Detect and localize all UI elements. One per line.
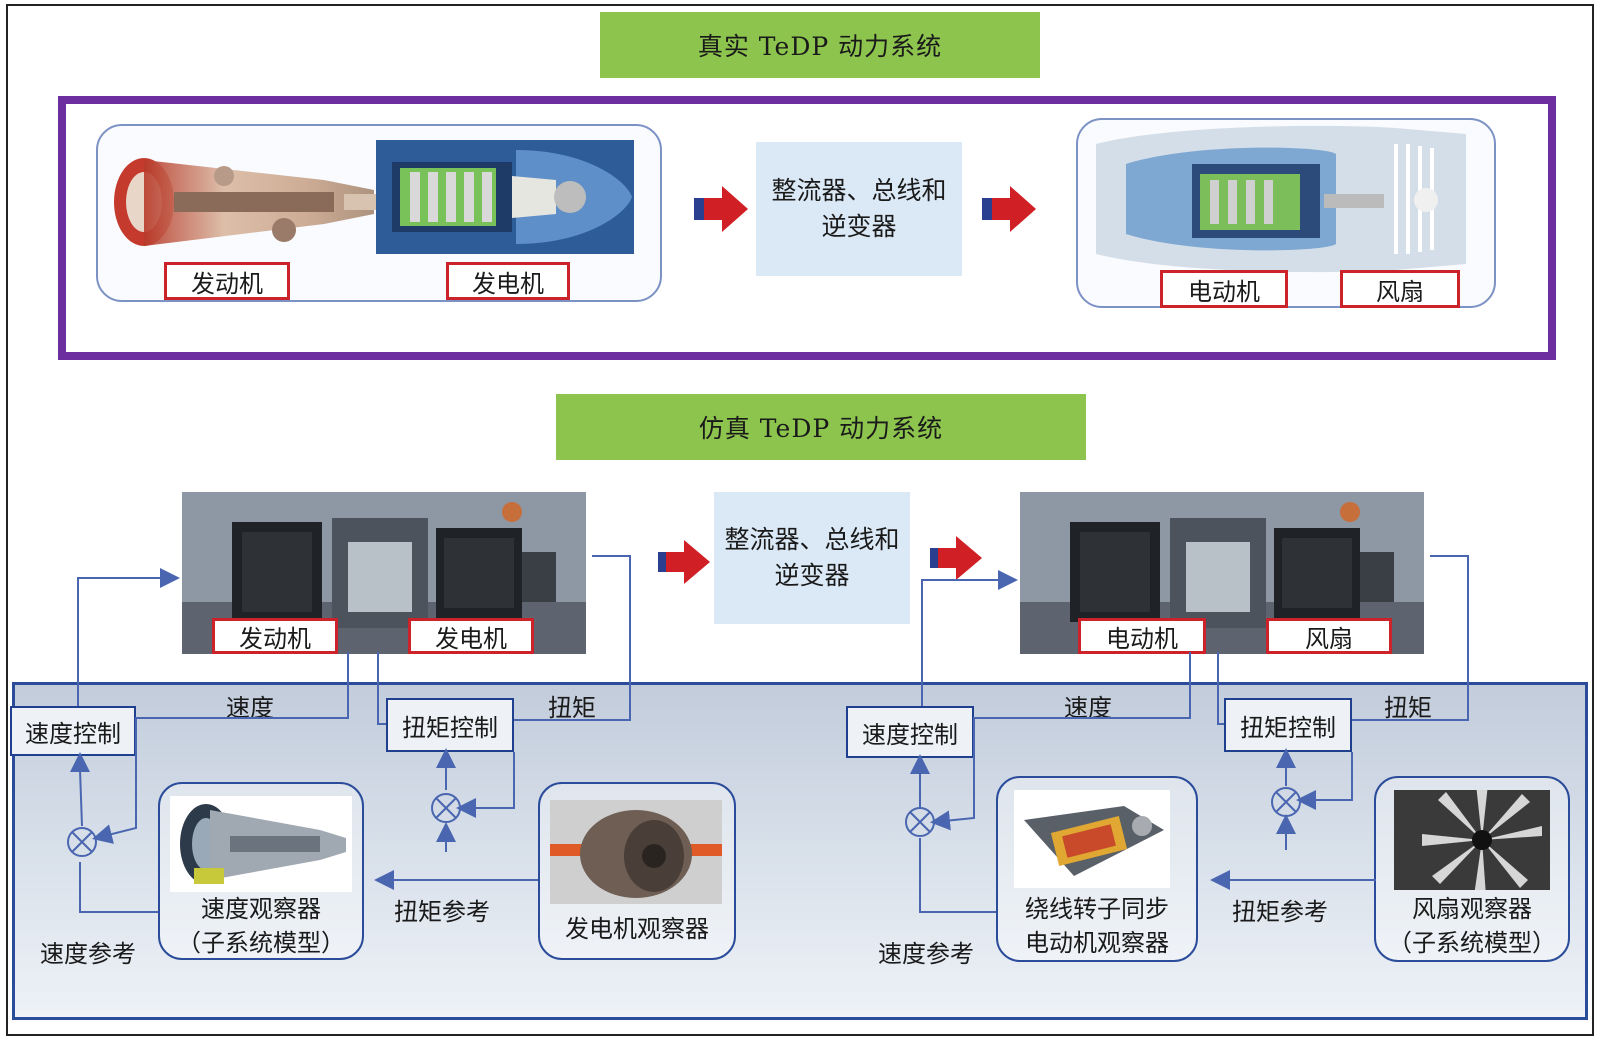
- real-system-title: 真实 TeDP 动力系统: [600, 12, 1040, 78]
- motor-observer-label-line2: 电动机观察器: [1025, 929, 1169, 957]
- sim-converter-box: 整流器、总线和逆变器: [714, 492, 910, 624]
- generator-observer-label: 发电机观察器: [565, 915, 709, 943]
- real-fan-label: 风扇: [1340, 270, 1460, 308]
- sim-fan-label: 风扇: [1266, 618, 1392, 654]
- generator-observer-image: [550, 800, 722, 904]
- motor-fan-image: [1096, 124, 1478, 274]
- right-speed-control-box: 速度控制: [846, 706, 974, 758]
- real-system-frame: [58, 96, 1556, 360]
- left-speed-control-box: 速度控制: [10, 706, 136, 756]
- sim-motor-label: 电动机: [1078, 618, 1206, 654]
- real-converter-box: 整流器、总线和逆变器: [756, 142, 962, 276]
- left-speed-reference-text: 速度参考: [40, 940, 136, 968]
- generator-image: [376, 140, 634, 254]
- left-torque-control-box: 扭矩控制: [386, 698, 514, 752]
- sim-generator-label: 发电机: [408, 618, 534, 654]
- right-torque-reference-text: 扭矩参考: [1232, 898, 1328, 926]
- left-speed-text: 速度: [226, 694, 274, 722]
- fan-observer-label: 风扇观察器: [1412, 895, 1532, 923]
- right-torque-text: 扭矩: [1384, 694, 1432, 722]
- real-generator-label: 发电机: [446, 262, 570, 300]
- motor-observer-label-line1: 绕线转子同步: [1025, 895, 1169, 923]
- outer-frame: [6, 4, 1594, 1036]
- speed-observer-label: 速度观察器: [201, 895, 321, 923]
- turbine-engine-image: [104, 150, 380, 254]
- real-motor-label: 电动机: [1160, 270, 1288, 308]
- right-torque-control-box: 扭矩控制: [1224, 698, 1352, 752]
- sim-system-title: 仿真 TeDP 动力系统: [556, 394, 1086, 460]
- real-engine-label: 发动机: [164, 262, 290, 300]
- fan-observer-sublabel: （子系统模型）: [1388, 929, 1556, 957]
- speed-observer-image: [170, 796, 352, 892]
- right-speed-reference-text: 速度参考: [878, 940, 974, 968]
- left-torque-reference-text: 扭矩参考: [394, 898, 490, 926]
- fan-observer-image: [1394, 790, 1550, 890]
- motor-observer-image: [1014, 790, 1170, 888]
- right-speed-text: 速度: [1064, 694, 1112, 722]
- speed-observer-sublabel: （子系统模型）: [177, 929, 345, 957]
- sim-engine-label: 发动机: [212, 618, 338, 654]
- left-torque-text: 扭矩: [548, 694, 596, 722]
